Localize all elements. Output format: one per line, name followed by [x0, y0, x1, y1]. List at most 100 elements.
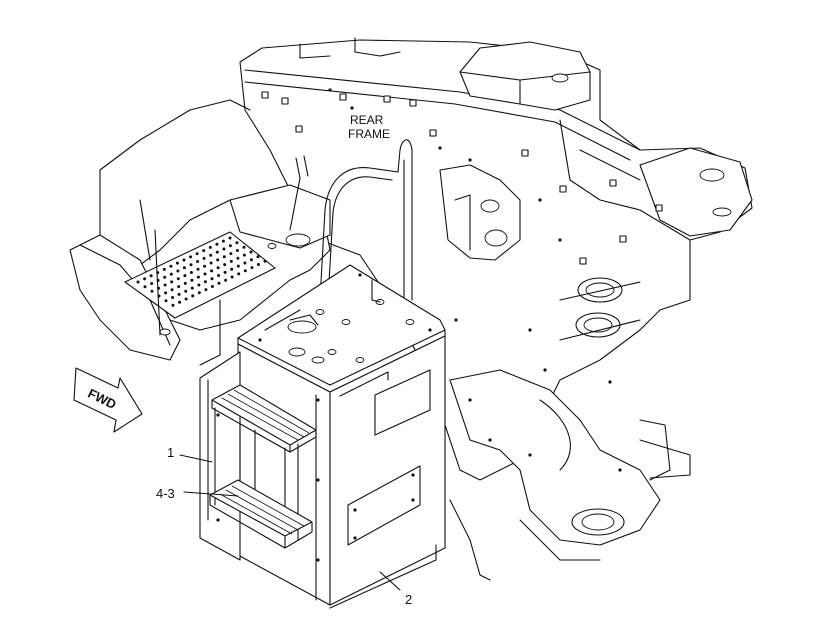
- grating-hole: [184, 297, 188, 301]
- grating-hole: [189, 255, 193, 259]
- callout-item-1: 1: [167, 445, 174, 460]
- grating-hole: [229, 252, 233, 256]
- grating-hole: [235, 249, 239, 252]
- handrail: [289, 139, 413, 301]
- grating-hole: [182, 266, 186, 270]
- grating-hole: [195, 252, 199, 256]
- grating-hole: [184, 289, 188, 293]
- upper-tread-serrations: [221, 389, 310, 441]
- grating-hole: [196, 260, 200, 263]
- grating-hole: [222, 255, 226, 259]
- grating-hole: [204, 288, 208, 292]
- grating-hole: [210, 277, 214, 281]
- grating-hole: [196, 267, 200, 271]
- grating-hole: [215, 250, 219, 254]
- grating-hole: [183, 281, 187, 285]
- grating-hole: [203, 272, 207, 276]
- grating-hole: [191, 294, 195, 298]
- grating-hole: [171, 296, 175, 299]
- callout-item-2: 2: [405, 592, 412, 607]
- grating-hole: [189, 271, 193, 274]
- grating-hole: [182, 258, 186, 262]
- grating-hole: [242, 245, 246, 249]
- grating-hole: [202, 256, 206, 260]
- grating-hole: [170, 280, 174, 284]
- grating-hole: [236, 256, 240, 260]
- grating-hole: [164, 299, 168, 303]
- rear-frame-label-line1: REAR: [350, 113, 384, 127]
- grating-hole: [197, 283, 201, 287]
- left-fender-platform: [69, 99, 331, 366]
- rear-frame-label-line2: FRAME: [348, 127, 390, 141]
- grating-hole: [170, 288, 174, 292]
- grating-hole: [223, 263, 227, 267]
- grating-hole: [243, 269, 247, 273]
- grating-hole: [249, 250, 253, 254]
- grating-hole: [228, 244, 232, 248]
- grating-hole: [143, 277, 147, 281]
- grating-hole: [169, 264, 173, 268]
- grating-hole: [228, 236, 232, 240]
- leader-lines: [179, 454, 401, 591]
- grating-hole: [203, 264, 207, 268]
- grating-hole: [190, 286, 194, 290]
- grating-hole: [235, 241, 239, 245]
- grating-hole: [230, 267, 234, 271]
- grating-hole: [250, 266, 254, 270]
- grating-hole: [215, 242, 219, 246]
- grating-hole: [210, 285, 214, 288]
- grating-hole: [217, 281, 221, 285]
- grating-hole: [136, 280, 140, 284]
- grating-hole: [149, 274, 153, 278]
- grating-hole: [236, 264, 240, 268]
- grating-hole: [221, 239, 225, 243]
- grating-hole: [256, 255, 260, 259]
- grating-hole: [162, 267, 166, 271]
- grating-hole: [229, 259, 233, 263]
- grating-hole: [216, 266, 220, 270]
- grating-hole: [176, 277, 180, 281]
- frame-hardware: [261, 88, 663, 472]
- grating-hole: [210, 269, 214, 273]
- grating-hole: [183, 274, 187, 278]
- grating-hole: [189, 263, 193, 267]
- grating-hole: [143, 285, 147, 289]
- grating-hole: [169, 272, 173, 276]
- grating-hole: [177, 292, 181, 296]
- grating-hole: [217, 274, 221, 277]
- grating-hole: [202, 249, 206, 253]
- grating-hole: [223, 270, 227, 274]
- lower-tread-serrations: [219, 485, 305, 535]
- grating-hole: [242, 253, 246, 257]
- grating-hole: [175, 261, 179, 265]
- grating-hole: [197, 291, 201, 295]
- callout-item-4-3: 4-3: [156, 486, 175, 501]
- grating-hole: [256, 263, 260, 266]
- grating-hole: [216, 258, 220, 262]
- grating-hole: [243, 261, 247, 265]
- grating-hole: [178, 300, 182, 304]
- grating-hole: [164, 291, 168, 295]
- rear-frame: [239, 37, 753, 581]
- grating-hole: [176, 269, 180, 273]
- grating-hole: [196, 275, 200, 279]
- grating-hole: [150, 282, 154, 285]
- step-ladder: [199, 351, 317, 561]
- grating-hole: [209, 261, 213, 265]
- grating-hole: [237, 272, 241, 276]
- step-enclosure: [237, 264, 446, 609]
- grating-hole: [190, 278, 194, 282]
- grating-hole: [163, 283, 167, 287]
- grating-hole: [163, 275, 167, 279]
- grating-hole: [208, 245, 212, 249]
- grating-hole: [230, 275, 234, 279]
- forward-arrow: [73, 367, 143, 433]
- grating-hole: [209, 253, 213, 257]
- grating-hole: [203, 280, 207, 284]
- grating-holes: [136, 236, 267, 307]
- grating-hole: [249, 258, 253, 262]
- grating-hole: [177, 285, 181, 289]
- grating-hole: [222, 247, 226, 251]
